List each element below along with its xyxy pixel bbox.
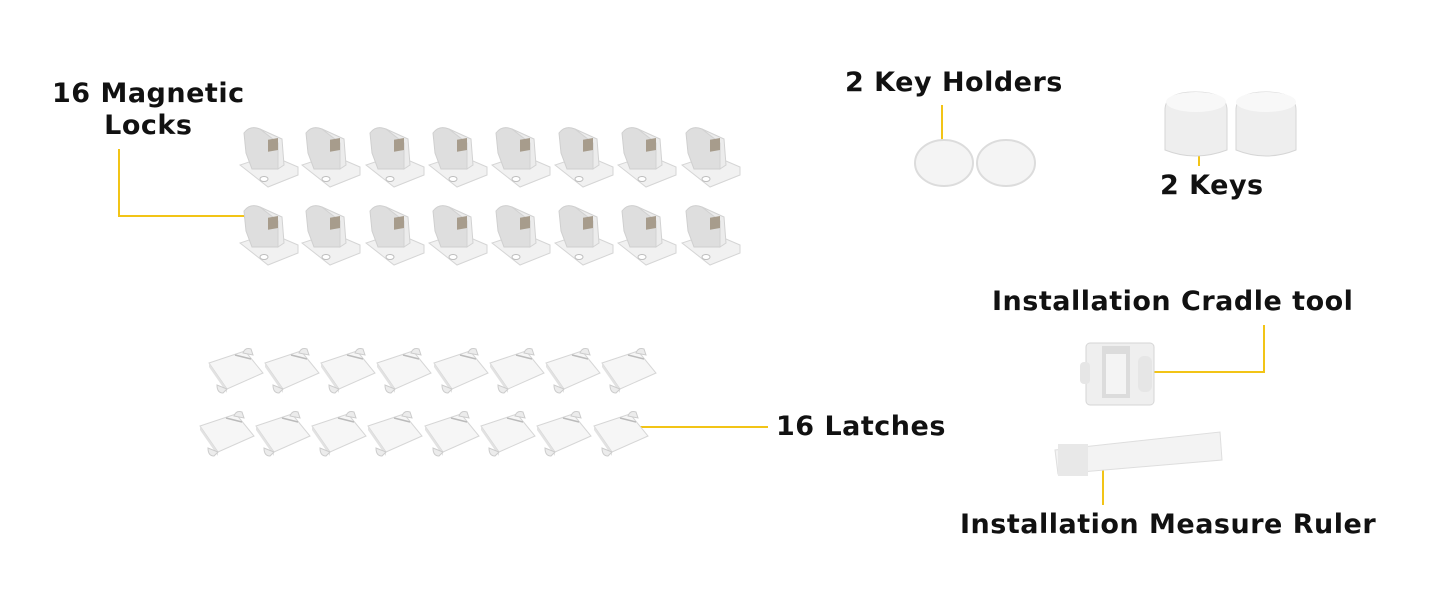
keys	[1164, 91, 1297, 157]
cradle-callout-horizontal	[1135, 371, 1265, 373]
magnetic-locks-label-line1: 16 Magnetic	[52, 78, 245, 109]
latches-label: 16 Latches	[776, 411, 946, 442]
ruler-callout	[1102, 455, 1104, 505]
key-holders	[914, 139, 1036, 187]
cradle-tool-label: Installation Cradle tool	[992, 286, 1354, 317]
keys-label: 2 Keys	[1160, 170, 1264, 201]
magnetic-lock-row-1	[239, 127, 741, 188]
magnetic-locks-label-line2: Locks	[104, 110, 193, 141]
latch-row-1	[208, 347, 657, 394]
measure-ruler	[1054, 431, 1223, 476]
cradle-callout-vertical	[1263, 325, 1265, 372]
measure-ruler-label: Installation Measure Ruler	[960, 509, 1377, 540]
key-holders-label: 2 Key Holders	[845, 67, 1063, 98]
magnetic-locks-callout-vertical	[118, 149, 120, 216]
magnetic-lock-row-2	[239, 205, 741, 266]
latch-row-2	[199, 410, 649, 457]
magnetic-locks-callout-horizontal	[118, 215, 246, 217]
key-holders-callout	[941, 105, 943, 157]
magnetic-locks-label: 16 Magnetic Locks	[52, 77, 245, 143]
cradle-tool	[1080, 342, 1155, 406]
latches-callout	[638, 426, 768, 428]
